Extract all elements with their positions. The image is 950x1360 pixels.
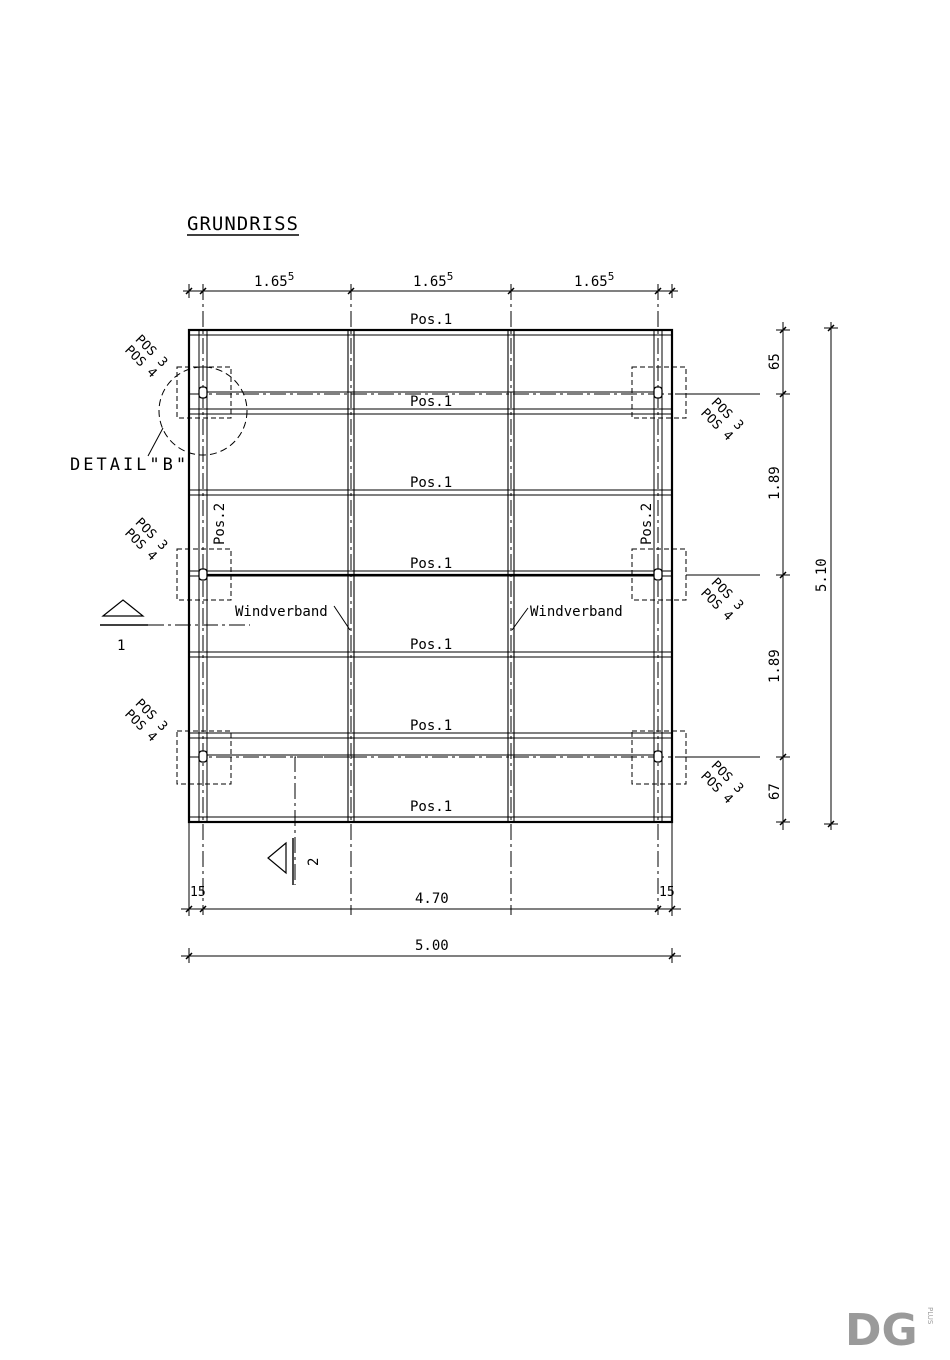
overall-height-label: 5.10 <box>814 558 830 592</box>
pos1-label: Pos.1 <box>410 475 452 491</box>
pos1-label: Pos.1 <box>410 637 452 653</box>
pos2-label-left: Pos.2 <box>212 503 228 545</box>
overall-width-label: 5.00 <box>415 938 449 954</box>
logo-subtext: PLUS <box>926 1307 934 1325</box>
purlins-pos1 <box>189 409 672 738</box>
top-dimension-3: 1.655 <box>574 270 614 290</box>
right-dimension-4: 67 <box>767 783 783 800</box>
dg-plus-logo: DG PLUS <box>845 1305 934 1356</box>
axis-lines <box>189 284 700 915</box>
drawing-title: GRUNDRISS <box>187 213 299 235</box>
pos1-label: Pos.1 <box>410 394 452 410</box>
top-dimension-1: 1.655 <box>254 270 294 290</box>
right-dimension-chain <box>776 322 790 830</box>
windverband-label-left: Windverband <box>235 604 328 620</box>
logo-text: DG <box>845 1305 918 1356</box>
section-marker-1: 1 <box>100 600 250 654</box>
bottom-dimension-left: 15 <box>190 885 206 900</box>
right-dimension-1: 65 <box>767 353 783 370</box>
right-dimension-3: 1.89 <box>767 649 783 683</box>
pos1-labels: Pos.1 Pos.1 Pos.1 Pos.1 Pos.1 Pos.1 Pos.… <box>410 312 452 815</box>
pos1-label: Pos.1 <box>410 312 452 328</box>
top-dimension-2: 1.655 <box>413 270 453 290</box>
pos1-label: Pos.1 <box>410 799 452 815</box>
pos3-pos4-labels-right: POS 3 POS 4 POS 3 POS 4 POS 3 POS 4 <box>697 395 746 807</box>
windverband-label-right: Windverband <box>530 604 623 620</box>
pos1-label: Pos.1 <box>410 556 452 572</box>
section-1-label: 1 <box>117 638 125 654</box>
detail-b-label: DETAIL"B" <box>70 455 189 475</box>
pos1-label: Pos.1 <box>410 718 452 734</box>
pos3-pos4-labels-left: POS 3 POS 4 POS 3 POS 4 POS 3 POS 4 <box>121 332 170 745</box>
bottom-dimension-right: 15 <box>659 885 675 900</box>
section-2-label: 2 <box>306 858 322 866</box>
bottom-dimension-middle: 4.70 <box>415 891 449 907</box>
windverband-labels: Windverband Windverband <box>235 604 623 630</box>
detail-b-callout: DETAIL"B" <box>70 367 247 475</box>
right-dimension-2: 1.89 <box>767 466 783 500</box>
main-beam-lines <box>203 392 760 757</box>
pos2-label-right: Pos.2 <box>639 503 655 545</box>
